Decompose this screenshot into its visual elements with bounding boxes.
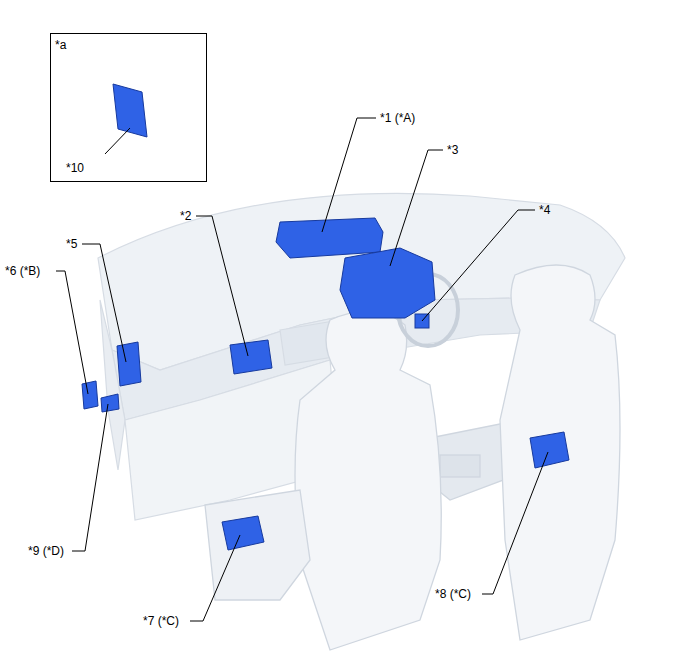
module-10	[113, 84, 147, 137]
module-8	[530, 432, 569, 468]
module-7	[222, 516, 264, 550]
leader-line	[105, 128, 130, 154]
callout-number: *10	[66, 161, 84, 175]
driver-seat	[500, 265, 620, 640]
leader-line	[56, 271, 88, 394]
leader-line	[72, 404, 108, 551]
inset-letter: *a	[55, 38, 66, 52]
leader-line	[390, 150, 443, 266]
callout-number: *6 (*B)	[5, 264, 40, 278]
seat-cushion	[205, 490, 310, 600]
callout-number: *2	[180, 209, 191, 223]
leader-line	[190, 535, 240, 621]
callout-number: *7 (*C)	[143, 614, 179, 628]
inset-frame: *a *10	[50, 33, 207, 182]
callout-number: *1 (*A)	[380, 111, 415, 125]
module-2	[230, 340, 272, 374]
callout-number: *5	[66, 237, 77, 251]
rear-vents	[440, 455, 480, 477]
callout-number: *9 (*D)	[28, 544, 64, 558]
cluster-3	[340, 248, 435, 318]
leader-line	[482, 452, 548, 594]
callout-number: *8 (*C)	[435, 587, 471, 601]
callout-number: *4	[539, 203, 550, 217]
components	[82, 84, 569, 550]
module-9	[101, 394, 119, 412]
leader-line	[322, 118, 376, 232]
module-1	[276, 218, 383, 258]
leader-line	[422, 210, 535, 321]
leader-line	[196, 216, 248, 356]
inset-ground	[50, 33, 207, 182]
seats	[205, 265, 620, 650]
module-6	[82, 381, 98, 409]
module-5	[117, 342, 141, 386]
leader-line	[82, 244, 126, 362]
passenger-seat	[295, 311, 441, 650]
callout-number: *3	[447, 143, 458, 157]
leader-lines	[56, 118, 548, 621]
